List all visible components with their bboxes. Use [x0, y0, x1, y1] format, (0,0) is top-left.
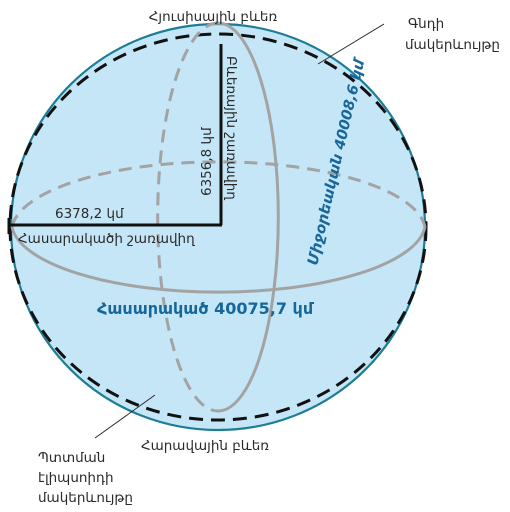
equator-front-arc	[10, 226, 427, 294]
meridian-back-arc	[156, 21, 219, 413]
ellipsoid-surface-leader	[94, 394, 156, 439]
sphere-surface-leader	[317, 23, 385, 65]
equatorial-radius-name: Հասարակածի շառավիղ	[18, 231, 195, 247]
equatorial-radius-value: 6378,2 կմ	[55, 206, 124, 222]
ellipsoid-surface-label-line2: էլիպսոիդի	[38, 470, 114, 486]
south-pole-label: Հարավային բևեռ	[141, 438, 269, 454]
sphere-surface-label-line2: մակերևույթը	[405, 37, 500, 53]
ellipsoid-surface-label-line1: Պտտման	[38, 450, 105, 466]
equator-back-arc	[10, 160, 427, 228]
meridian-front-arc	[217, 21, 280, 413]
ellipsoid-body	[11, 24, 425, 430]
polar-radius-name: Բևեռային շառավիղ	[223, 56, 239, 200]
polar-radius-value: 6356,8 կմ	[199, 127, 215, 196]
north-pole-label: Հյուսիսային բևեռ	[149, 9, 278, 25]
equator-label: Հասարակած 40075,7 կմ	[97, 299, 315, 318]
sphere-surface-label-line1: Գնդի	[408, 16, 444, 32]
ellipsoid-surface-label-line3: մակերևույթը	[38, 490, 133, 506]
